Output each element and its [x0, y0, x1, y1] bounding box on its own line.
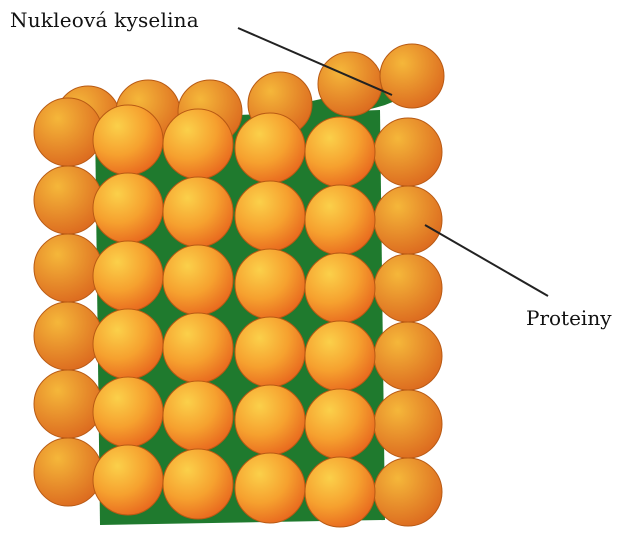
capsomere-sphere	[374, 118, 442, 186]
capsomere-sphere	[305, 457, 375, 527]
capsomere-sphere	[305, 185, 375, 255]
capsomere-sphere	[163, 177, 233, 247]
capsomere-sphere	[34, 166, 102, 234]
proteins-leader-line	[425, 225, 548, 296]
capsomere-sphere	[93, 445, 163, 515]
capsomere-sphere	[235, 385, 305, 455]
nucleic-acid-label: Nukleová kyselina	[10, 8, 199, 32]
capsomere-sphere	[374, 458, 442, 526]
capsomere-sphere	[318, 52, 382, 116]
capsomere-sphere	[235, 113, 305, 183]
capsomere-sphere	[163, 381, 233, 451]
capsomere-sphere	[235, 453, 305, 523]
capsomere-sphere	[374, 390, 442, 458]
capsomere-sphere	[305, 117, 375, 187]
capsomere-sphere	[34, 438, 102, 506]
capsomere-sphere	[235, 181, 305, 251]
capsomere-sphere	[93, 173, 163, 243]
capsomere-sphere	[34, 370, 102, 438]
capsomere-sphere	[235, 249, 305, 319]
capsomere-sphere	[380, 44, 444, 108]
capsomere-sphere	[163, 449, 233, 519]
capsomere-sphere	[374, 322, 442, 390]
capsomere-sphere	[163, 313, 233, 383]
capsomere-sphere	[34, 98, 102, 166]
capsomere-sphere	[305, 253, 375, 323]
capsomere-sphere	[93, 377, 163, 447]
capsomere-sphere	[93, 309, 163, 379]
capsomere-sphere	[163, 245, 233, 315]
capsomere-sphere	[374, 254, 442, 322]
capsomere-sphere	[305, 389, 375, 459]
capsomere-sphere	[93, 241, 163, 311]
capsomere-sphere	[374, 186, 442, 254]
proteins-label: Proteiny	[526, 306, 612, 330]
capsomere-sphere	[34, 302, 102, 370]
capsomere-sphere	[305, 321, 375, 391]
capsomere-sphere	[34, 234, 102, 302]
capsomere-sphere	[235, 317, 305, 387]
capsomere-sphere	[93, 105, 163, 175]
capsomere-sphere	[163, 109, 233, 179]
